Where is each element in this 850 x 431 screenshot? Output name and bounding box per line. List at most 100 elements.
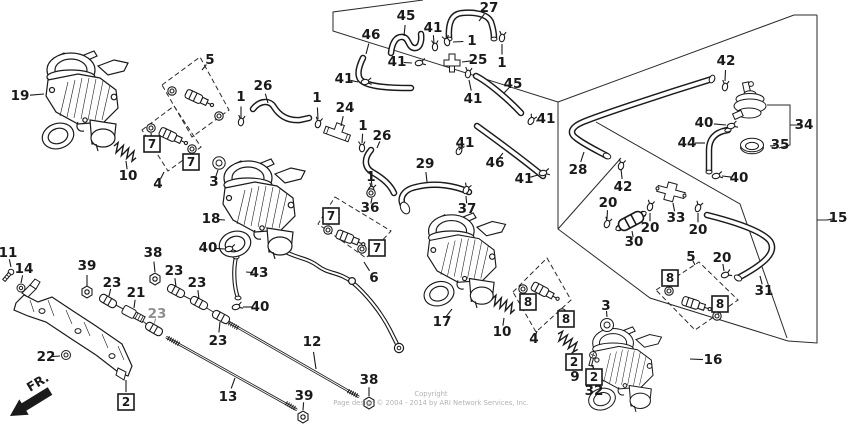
washer-14	[16, 283, 26, 293]
part-box-4b	[512, 257, 572, 333]
part-label-27: 27	[480, 0, 499, 16]
part-box-5b	[655, 261, 739, 331]
leader-line-30	[631, 230, 634, 238]
part-label-8: 8	[666, 271, 674, 285]
part-label-43: 43	[250, 265, 269, 281]
part-label-8: 8	[524, 295, 532, 309]
hose-46a	[355, 54, 415, 92]
part-label-34: 34	[795, 117, 814, 133]
leader-line-33	[672, 202, 676, 212]
leader-line-40	[215, 247, 226, 250]
hose-31	[703, 211, 776, 282]
leader-line-43	[245, 271, 254, 274]
leader-line-10	[502, 317, 505, 326]
part-label-46: 46	[486, 155, 505, 171]
part-label-41: 41	[456, 135, 475, 151]
cross-joint-33	[655, 181, 687, 203]
part-label-8: 8	[562, 312, 570, 326]
part-label-23: 23	[209, 333, 228, 349]
part-label-22: 22	[37, 349, 56, 365]
leader-line-23	[197, 290, 200, 300]
screw-32	[588, 351, 597, 367]
leader-line-26	[264, 93, 269, 104]
label-box-8	[661, 269, 679, 287]
part-label-10: 10	[119, 168, 138, 184]
fuel-rail	[13, 278, 133, 381]
leader-line-45	[403, 24, 406, 37]
copyright-line2: Page design © 2004 - 2014 by ARI Network…	[333, 399, 529, 407]
part-label-40: 40	[251, 299, 270, 315]
hose-29	[398, 181, 473, 215]
part-label-1: 1	[312, 90, 321, 106]
leader-line-36	[370, 197, 373, 204]
part-label-1: 1	[366, 169, 375, 185]
nut-39	[81, 285, 93, 299]
part-label-41: 41	[335, 71, 354, 87]
leader-line-42	[620, 168, 623, 179]
leader-line-27	[478, 13, 485, 22]
part-label-30: 30	[625, 234, 644, 250]
part-label-11: 11	[0, 245, 17, 261]
label-box-2	[565, 353, 583, 371]
leader-line-39	[302, 402, 305, 411]
part-label-20: 20	[689, 222, 708, 238]
part-label-42: 42	[614, 179, 633, 195]
leader-line-22	[52, 355, 61, 358]
part-label-25: 25	[469, 52, 488, 68]
part-label-38: 38	[360, 372, 379, 388]
part-label-41: 41	[388, 54, 407, 70]
part-label-7: 7	[187, 155, 195, 169]
part-label-44: 44	[678, 135, 697, 151]
part-label-12: 12	[303, 334, 322, 350]
leader-line-24	[340, 115, 344, 127]
part-label-32: 32	[585, 383, 604, 399]
hose-28	[568, 74, 716, 160]
hose-45b	[472, 72, 525, 117]
leader-line-18	[217, 218, 226, 221]
label-box-8	[711, 295, 729, 313]
part-label-46: 46	[362, 27, 381, 43]
part-label-8: 8	[716, 297, 724, 311]
bracket-15	[787, 15, 818, 344]
leader-line-1	[370, 181, 373, 187]
valve-25	[443, 53, 461, 73]
throttle-rods	[113, 294, 360, 412]
leader-line-21	[133, 299, 136, 309]
copyright-line1: Copyright	[414, 390, 448, 398]
leader-line-26	[376, 141, 381, 149]
part-label-17: 17	[433, 314, 452, 330]
part-label-15: 15	[829, 210, 848, 226]
leader-line-1	[316, 107, 319, 120]
part-label-5: 5	[205, 52, 214, 68]
part-label-20: 20	[641, 220, 660, 236]
leader-line-19	[29, 93, 45, 96]
part-label-1: 1	[467, 33, 476, 49]
leader-line-5	[201, 64, 207, 71]
leader-line-46	[365, 43, 370, 55]
part-label-1: 1	[358, 118, 367, 134]
part-label-2: 2	[590, 370, 598, 384]
leader-line-28	[580, 151, 585, 163]
part-label-4: 4	[529, 331, 538, 347]
leader-line-29	[425, 172, 428, 183]
fr-arrow: FR.	[10, 370, 53, 416]
part-label-7: 7	[327, 209, 335, 223]
hose-46b	[473, 122, 547, 180]
leader-line-11	[8, 259, 12, 268]
label-box-8	[519, 293, 537, 311]
hose-26a	[249, 98, 313, 124]
part-label-21: 21	[127, 285, 146, 301]
leader-line-46	[498, 152, 504, 159]
hose-45a	[387, 30, 425, 57]
injector	[183, 88, 216, 111]
leader-line-15	[826, 218, 834, 221]
part-label-39: 39	[78, 258, 97, 274]
leader-line-23	[218, 321, 221, 333]
label-box-8	[557, 310, 575, 328]
part-label-41: 41	[515, 171, 534, 187]
part-label-1: 1	[497, 55, 506, 71]
label-box-7	[322, 207, 340, 225]
part-label-45: 45	[504, 76, 523, 92]
leader-line-12	[312, 351, 317, 370]
